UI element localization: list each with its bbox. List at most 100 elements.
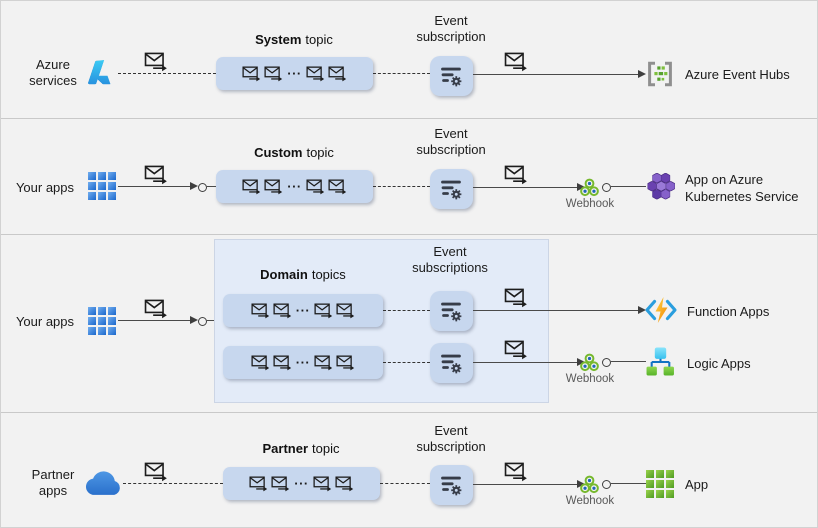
webhook-icon xyxy=(580,178,599,197)
connector-node xyxy=(198,317,207,326)
event-subscriptions-label-r3: Event subscriptions xyxy=(412,244,488,276)
envelope-icon xyxy=(144,299,168,319)
topic-title-bold: System xyxy=(255,32,302,47)
logic-apps-icon xyxy=(646,347,675,376)
envelope-icon xyxy=(335,476,354,492)
app-label: App xyxy=(685,477,709,492)
ellipsis: ··· xyxy=(295,303,311,318)
envelope-icon xyxy=(249,476,268,492)
event-subscription-box-r1 xyxy=(430,56,473,96)
row-divider xyxy=(1,412,817,413)
arrowhead xyxy=(190,182,198,190)
envelope-icon xyxy=(314,355,333,371)
azure-logo-icon xyxy=(87,59,114,86)
event-hubs-label: Azure Event Hubs xyxy=(685,67,790,82)
topic-title-rest: topic xyxy=(312,441,340,456)
ellipsis: ··· xyxy=(294,476,309,491)
arrowhead xyxy=(577,358,585,366)
aks-label: App on Azure Kubernetes Service xyxy=(685,172,799,204)
event-subscription-box-r3a xyxy=(430,291,473,331)
envelope-icon xyxy=(314,303,333,319)
envelope-icon xyxy=(504,462,528,482)
envelope-icon xyxy=(306,179,325,195)
flow-line xyxy=(207,320,214,321)
domain-topic-box-2: ··· xyxy=(223,346,383,379)
app-grid-icon xyxy=(646,470,674,498)
apps-grid-icon xyxy=(88,307,116,335)
ellipsis: ··· xyxy=(295,355,311,370)
arrowhead xyxy=(638,306,646,314)
flow-line xyxy=(473,74,639,75)
event-subscription-box-r3b xyxy=(430,343,473,383)
apps-grid-icon xyxy=(88,172,116,200)
envelope-icon xyxy=(242,179,261,195)
envelope-icon xyxy=(336,355,355,371)
flow-line xyxy=(611,361,646,362)
envelope-icon xyxy=(251,355,270,371)
arrowhead xyxy=(577,183,585,191)
event-subscription-label-r2: Event subscription xyxy=(416,126,486,158)
topic-title-rest: topic xyxy=(306,145,334,160)
envelope-icon xyxy=(504,52,528,72)
filter-gear-icon xyxy=(438,176,465,203)
flow-line xyxy=(473,362,577,363)
envelope-icon xyxy=(273,303,292,319)
envelope-icon xyxy=(504,288,528,308)
webhook-icon xyxy=(580,353,599,372)
ellipsis: ··· xyxy=(287,66,302,81)
your-apps-label-r3: Your apps xyxy=(15,314,75,329)
envelope-icon xyxy=(251,303,270,319)
flow-line xyxy=(611,186,646,187)
webhook-label: Webhook xyxy=(565,373,615,385)
envelope-icon xyxy=(313,476,332,492)
flow-line xyxy=(383,310,430,311)
topic-title-rest: topic xyxy=(305,32,333,47)
aks-icon xyxy=(646,173,675,200)
arrowhead xyxy=(638,70,646,78)
topic-title-bold: Partner xyxy=(262,441,309,456)
partner-apps-label: Partner apps xyxy=(31,467,75,499)
flow-line xyxy=(118,73,216,74)
flow-line xyxy=(373,186,430,187)
filter-gear-icon xyxy=(438,63,465,90)
envelope-icon xyxy=(264,66,283,82)
envelope-icon xyxy=(273,355,292,371)
function-apps-label: Function Apps xyxy=(687,304,770,319)
flow-line xyxy=(611,483,646,484)
envelope-icon xyxy=(336,303,355,319)
envelope-icon xyxy=(144,52,168,72)
flow-line xyxy=(380,483,430,484)
envelope-icon xyxy=(328,66,347,82)
arrowhead xyxy=(190,316,198,324)
envelope-icon xyxy=(264,179,283,195)
connector-node xyxy=(602,358,611,367)
row-divider xyxy=(1,118,817,119)
event-subscription-label-r4: Event subscription xyxy=(416,423,486,455)
row-divider xyxy=(1,234,817,235)
filter-gear-icon xyxy=(438,298,465,325)
function-apps-icon xyxy=(644,296,678,324)
webhook-label: Webhook xyxy=(565,198,615,210)
filter-gear-icon xyxy=(438,350,465,377)
webhook-icon xyxy=(580,475,599,494)
flow-line xyxy=(207,186,216,187)
ellipsis: ··· xyxy=(287,179,302,194)
flow-line xyxy=(373,73,430,74)
filter-gear-icon xyxy=(438,472,465,499)
connector-node xyxy=(198,183,207,192)
envelope-icon xyxy=(271,476,290,492)
flow-line xyxy=(473,310,638,311)
envelope-icon xyxy=(328,179,347,195)
partner-topic-box: ··· xyxy=(223,467,380,500)
connector-node xyxy=(602,480,611,489)
flow-line xyxy=(473,484,577,485)
flow-line xyxy=(383,362,430,363)
envelope-icon xyxy=(504,165,528,185)
envelope-icon xyxy=(242,66,261,82)
envelope-icon xyxy=(306,66,325,82)
